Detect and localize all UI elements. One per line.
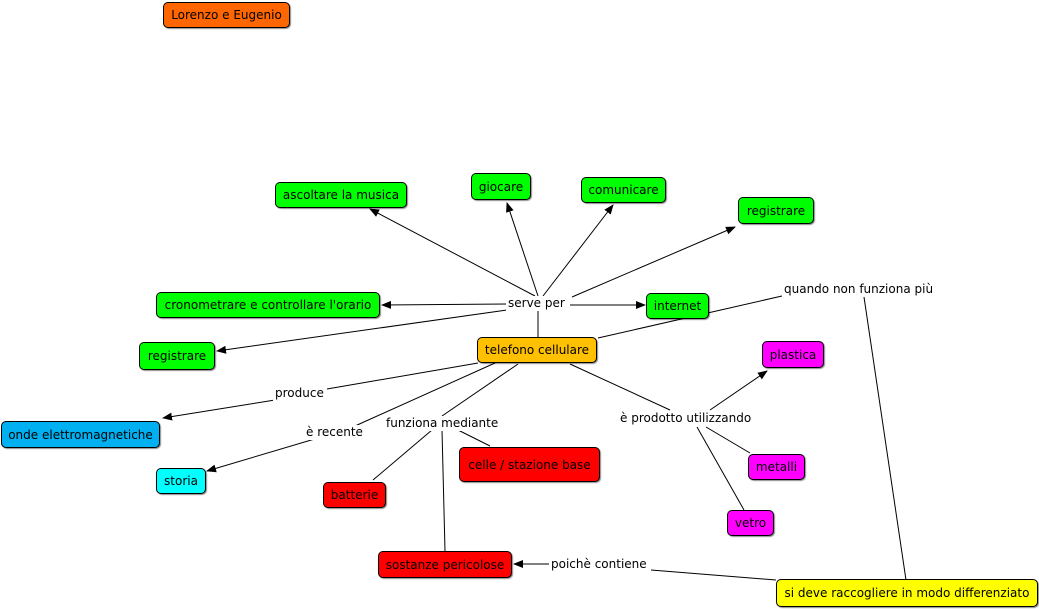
concept-label: sostanze pericolose bbox=[385, 557, 505, 572]
concept-label: si deve raccogliere in modo differenziat… bbox=[784, 586, 1030, 600]
link-prodotto-vetro bbox=[696, 426, 745, 511]
concept-batterie[interactable]: batterie bbox=[323, 482, 386, 508]
arrow-to-comunicare bbox=[542, 204, 614, 297]
concept-celle-stazione-base[interactable]: celle / stazione base bbox=[459, 447, 600, 482]
concept-ascoltare-la-musica[interactable]: ascoltare la musica bbox=[275, 182, 407, 208]
link-funziona-celle bbox=[457, 429, 491, 447]
concept-label: ascoltare la musica bbox=[282, 188, 400, 202]
concept-label: metalli bbox=[755, 460, 798, 474]
arrow-to-onde bbox=[162, 399, 276, 421]
concept-onde-elettromagnetiche[interactable]: onde elettromagnetiche bbox=[1, 421, 160, 448]
link-central-prodotto bbox=[569, 363, 671, 411]
concept-label: internet bbox=[653, 299, 702, 313]
arrow-to-storia bbox=[206, 437, 319, 473]
phrase-funziona-mediante[interactable]: funziona mediante bbox=[384, 416, 501, 431]
concept-label: cronometrare e controllare l'orario bbox=[164, 298, 372, 312]
concept-label: batterie bbox=[330, 488, 379, 502]
author-box[interactable]: Lorenzo e Eugenio bbox=[163, 2, 290, 28]
link-quando-raccogliere bbox=[863, 296, 907, 581]
author-label: Lorenzo e Eugenio bbox=[171, 8, 282, 22]
link-raccogliere-poiche bbox=[650, 569, 777, 581]
concept-raccogliere-differenziato[interactable]: si deve raccogliere in modo differenziat… bbox=[776, 579, 1038, 607]
phrase-e-recente[interactable]: è recente bbox=[304, 425, 365, 440]
arrow-to-registrare-top bbox=[571, 226, 736, 298]
phrase-produce[interactable]: produce bbox=[273, 386, 326, 401]
phrase-poiche-contiene[interactable]: poichè contiene bbox=[549, 557, 649, 572]
phrase-e-prodotto-utilizzando[interactable]: è prodotto utilizzando bbox=[618, 411, 754, 426]
concept-comunicare[interactable]: comunicare bbox=[581, 177, 666, 203]
concept-label: onde elettromagnetiche bbox=[8, 427, 153, 442]
concept-sostanze-pericolose[interactable]: sostanze pericolose bbox=[378, 551, 512, 578]
concept-label: telefono cellulare bbox=[484, 343, 590, 357]
arrow-to-cronometrare bbox=[381, 300, 508, 309]
phrase-quando-non-funziona[interactable]: quando non funziona più bbox=[782, 282, 936, 297]
link-central-funziona bbox=[441, 363, 519, 417]
concept-label: comunicare bbox=[588, 183, 659, 197]
arrow-to-plastica bbox=[709, 370, 768, 411]
link-central-produce bbox=[326, 362, 479, 390]
concept-registrare-left[interactable]: registrare bbox=[139, 342, 215, 370]
concept-label: storia bbox=[164, 474, 198, 488]
concept-internet[interactable]: internet bbox=[646, 293, 709, 319]
concept-metalli[interactable]: metalli bbox=[748, 454, 805, 480]
link-funziona-sostanze bbox=[441, 429, 446, 552]
concept-storia[interactable]: storia bbox=[156, 468, 206, 494]
link-central-recente bbox=[354, 362, 496, 427]
arrow-to-registrare-left bbox=[216, 309, 508, 354]
concept-cronometrare[interactable]: cronometrare e controllare l'orario bbox=[156, 292, 380, 318]
concept-giocare[interactable]: giocare bbox=[471, 173, 531, 200]
link-prodotto-metalli bbox=[705, 426, 751, 454]
arrow-to-giocare bbox=[506, 202, 539, 297]
concept-label: registrare bbox=[746, 203, 806, 218]
link-funziona-batterie bbox=[372, 429, 433, 481]
phrase-serve-per[interactable]: serve per bbox=[506, 296, 567, 311]
concept-label: giocare bbox=[478, 179, 524, 194]
concept-vetro[interactable]: vetro bbox=[727, 510, 774, 536]
concept-registrare-top[interactable]: registrare bbox=[738, 197, 814, 224]
concept-plastica[interactable]: plastica bbox=[762, 341, 824, 368]
concept-telefono-cellulare[interactable]: telefono cellulare bbox=[477, 337, 597, 363]
arrow-to-ascoltare bbox=[369, 208, 536, 297]
concept-label: vetro bbox=[734, 516, 767, 530]
concept-label: plastica bbox=[769, 347, 817, 362]
concept-label: registrare bbox=[147, 349, 207, 363]
concept-label: celle / stazione base bbox=[468, 457, 591, 472]
